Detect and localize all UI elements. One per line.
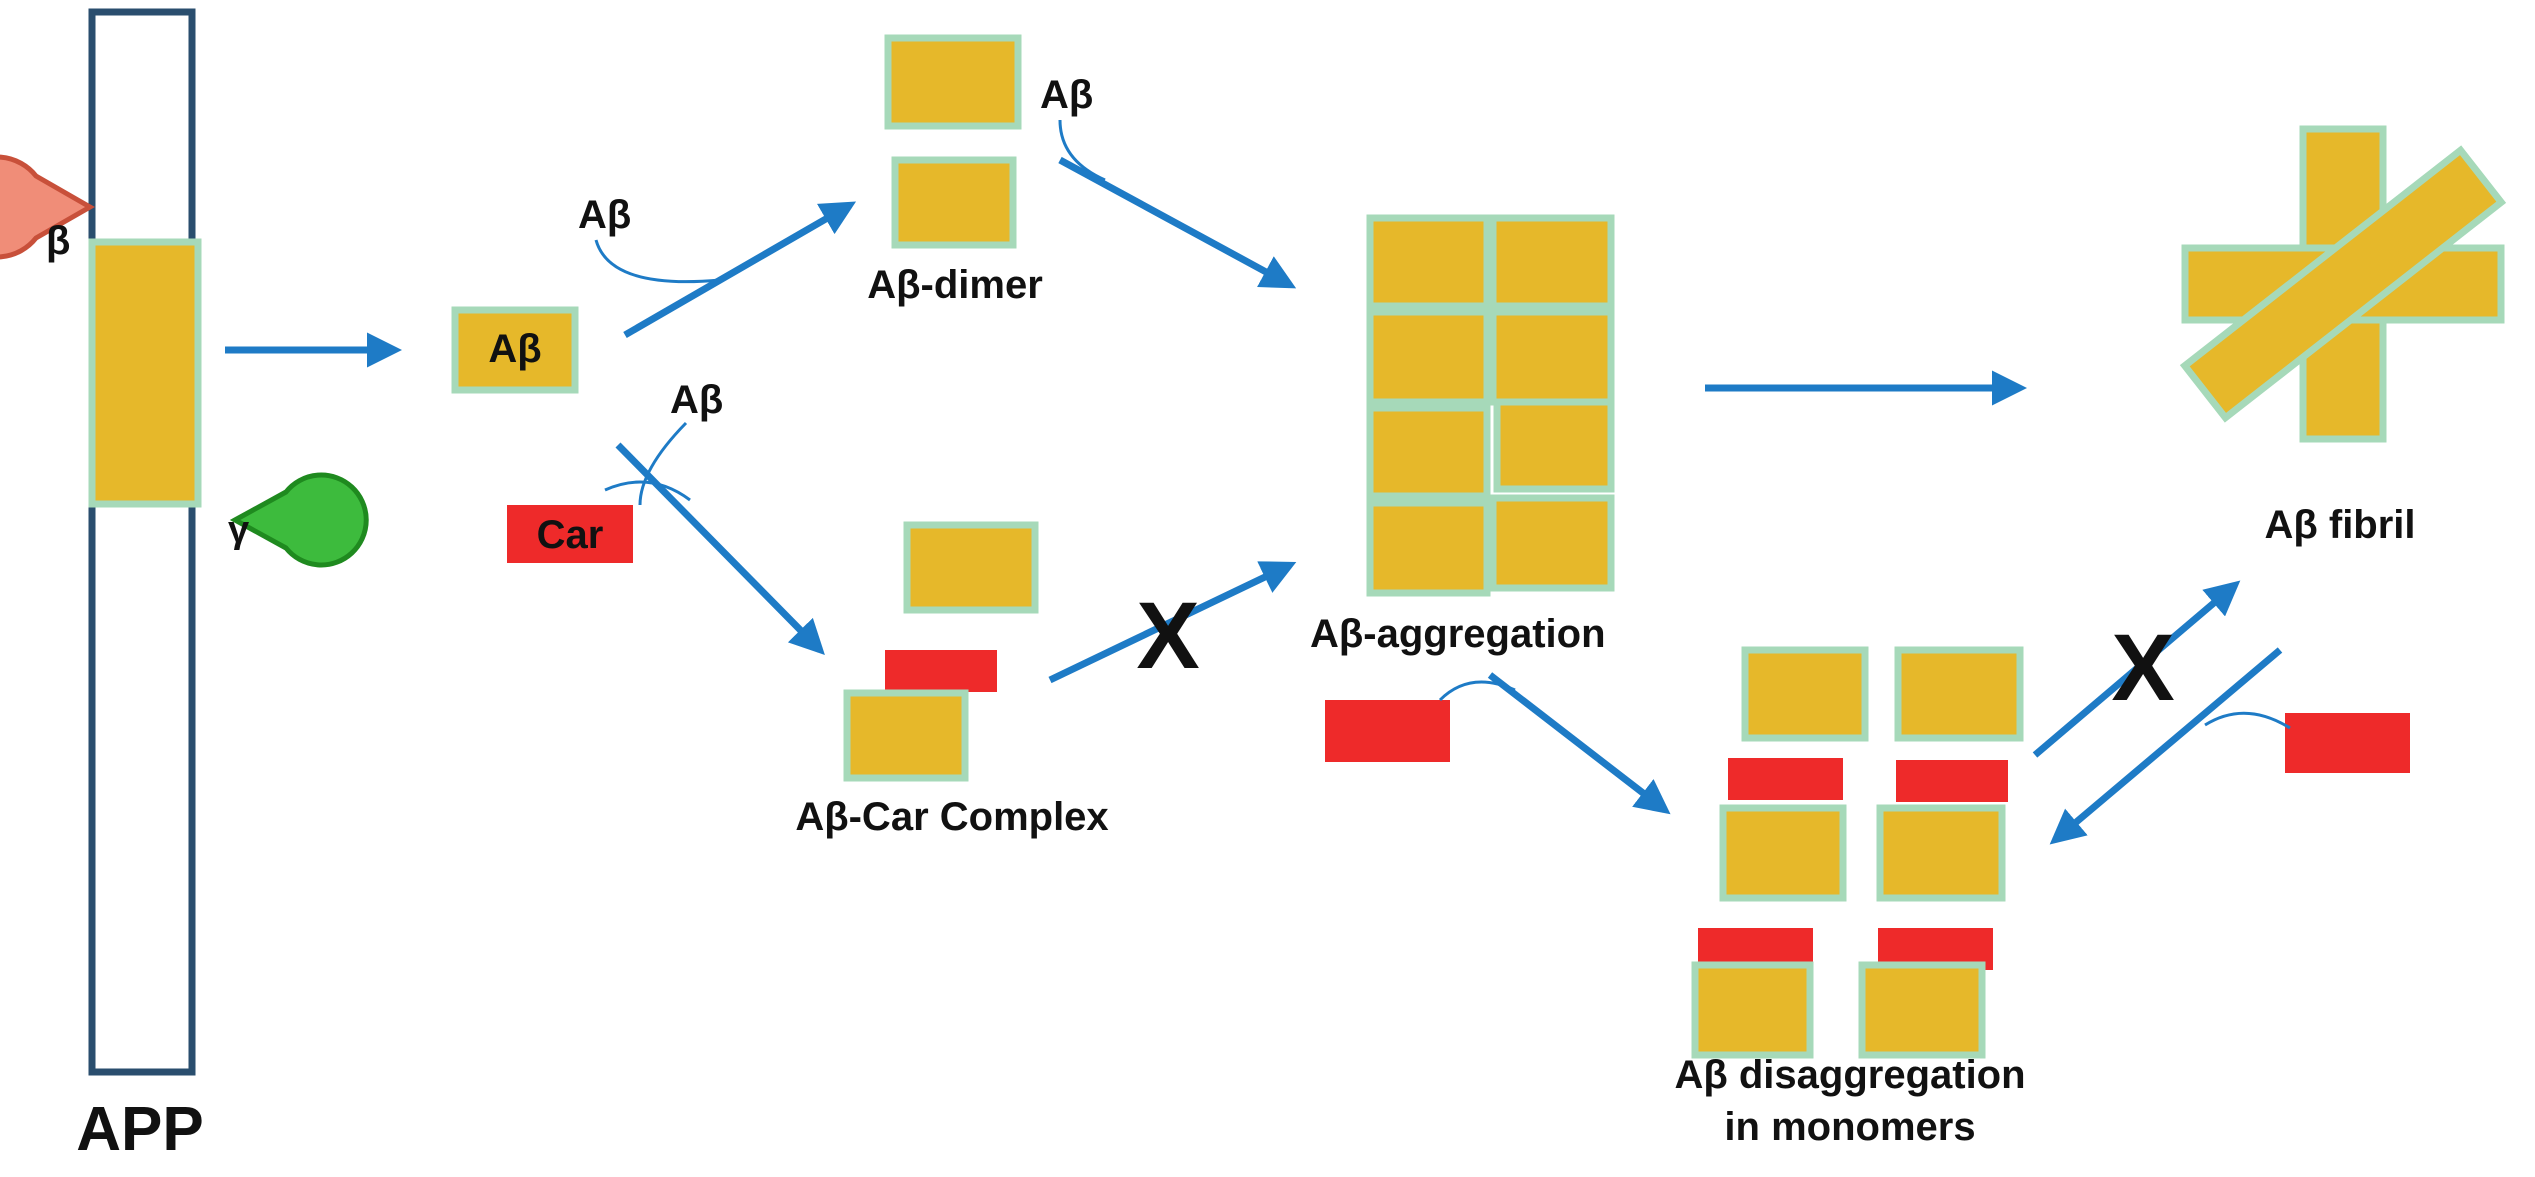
fibril-label: Aβ fibril <box>2264 503 2415 547</box>
car-free-2 <box>2285 713 2410 773</box>
incoming-abeta-line <box>594 239 721 284</box>
abeta-monomer-label: Aβ <box>488 327 541 371</box>
complex-car <box>885 650 997 692</box>
incoming-abeta-label-2: Aβ <box>670 378 723 422</box>
app-label: APP <box>76 1095 203 1164</box>
dimer-label: Aβ-dimer <box>867 263 1043 307</box>
car-free-1 <box>1325 700 1450 762</box>
aggregate-block <box>1489 214 1615 310</box>
monomer-car <box>1728 758 1843 800</box>
aggregate-block <box>1366 404 1491 500</box>
monomer-block <box>1691 961 1814 1059</box>
fibril-disaggregation-arrow <box>2049 647 2283 845</box>
beta-secretase-label: β <box>46 219 70 263</box>
beta-secretase-icon <box>0 154 96 260</box>
complex-block-top <box>903 521 1039 614</box>
aggregate-block <box>1489 494 1615 592</box>
block-mark-2: X <box>2111 615 2174 721</box>
monomer-car <box>1896 760 2008 802</box>
dimer-block-bottom <box>891 156 1017 249</box>
complex-block-bottom <box>843 689 969 782</box>
car-binding-line <box>604 480 691 502</box>
monomer-block <box>1876 804 2006 902</box>
aggregate-block <box>1366 214 1491 310</box>
monomer-block <box>1858 961 1986 1059</box>
app-membrane <box>88 8 196 1076</box>
aggregate-block <box>1366 499 1491 597</box>
aggregate-block <box>1489 308 1615 406</box>
disaggregation-cluster <box>1691 646 2024 1059</box>
block-mark-1: X <box>1136 583 1199 689</box>
to-complex-arrow <box>615 442 825 655</box>
gamma-secretase-label: γ <box>228 509 249 551</box>
complex-label: Aβ-Car Complex <box>795 795 1108 839</box>
to-dimer-arrow <box>623 201 857 339</box>
to-aggregation-arrow <box>1058 156 1297 289</box>
aggregate-block <box>1493 398 1615 493</box>
blocked-aggregation-arrow <box>1048 561 1297 684</box>
blocked-fibril-arrow <box>2032 580 2241 758</box>
car-molecule <box>507 505 633 563</box>
incoming-abeta-line-2 <box>638 421 688 506</box>
aggregation-label: Aβ-aggregation <box>1310 612 1606 656</box>
dimer-block-top <box>884 34 1022 130</box>
app-abeta-segment <box>88 238 202 508</box>
dimer-incoming-abeta-label: Aβ <box>1040 73 1093 117</box>
disaggregation-label-line1: Aβ disaggregation <box>1674 1053 2025 1097</box>
monomer-block <box>1894 646 2024 742</box>
to-disaggregation-arrow <box>1487 672 1671 815</box>
dimer-incoming-abeta-line <box>1058 119 1106 182</box>
disaggregation-label-line2: in monomers <box>1724 1105 1975 1149</box>
abeta-monomer <box>451 306 579 394</box>
monomer-block <box>1741 646 1869 742</box>
monomer-block <box>1719 804 1847 902</box>
gamma-secretase-icon <box>229 472 369 568</box>
aggregate-block <box>1366 308 1491 406</box>
car-free-2-line <box>2204 711 2291 730</box>
car-free-1-line <box>1438 680 1516 702</box>
fibril-star <box>2179 125 2507 443</box>
car-molecule-label: Car <box>537 513 604 557</box>
aggregation-cluster <box>1366 214 1615 597</box>
incoming-abeta-label: Aβ <box>578 193 631 237</box>
